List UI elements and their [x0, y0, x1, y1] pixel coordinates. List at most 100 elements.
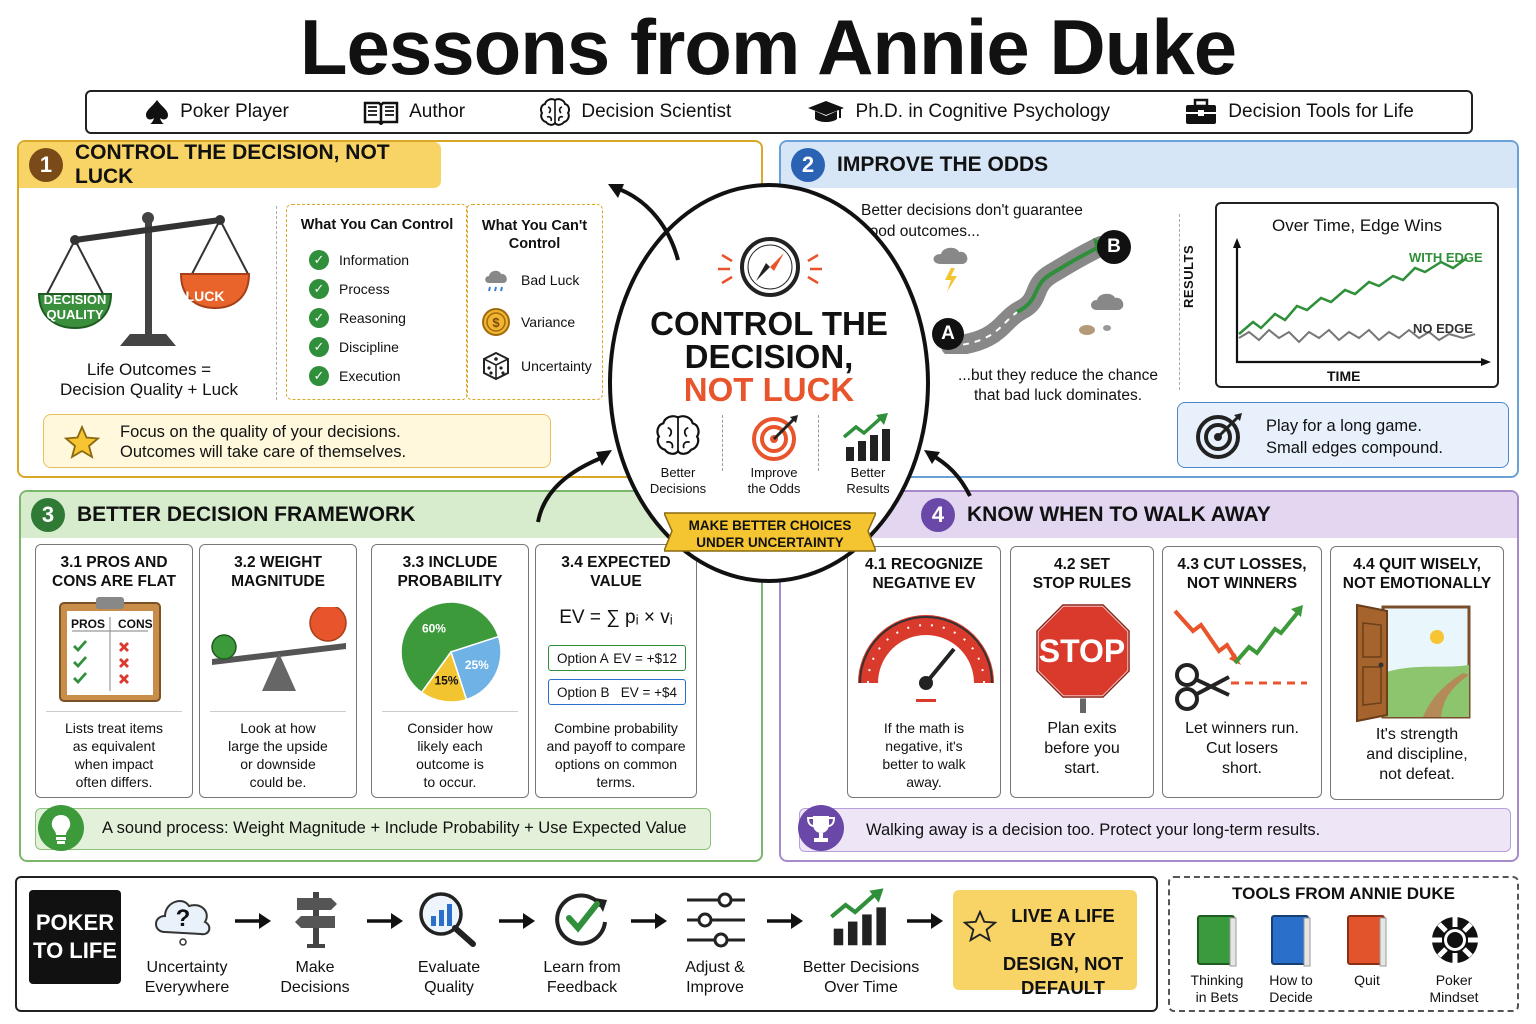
list-item: Bad Luck [481, 265, 579, 295]
check-icon: ✓ [309, 249, 329, 270]
list-item: $ Variance [481, 307, 575, 337]
headline-line-accent: NOT LUCK [683, 371, 855, 408]
poker-chip-icon [1432, 917, 1478, 963]
long-game-text: Play for a long game. Small edges compou… [1266, 415, 1443, 459]
desc-line: negative, it's [885, 738, 963, 754]
divider [1179, 214, 1180, 390]
desc-line: large the upside [228, 738, 328, 754]
text-line: LIVE A LIFE BY [1011, 905, 1115, 950]
divider [818, 415, 819, 471]
page-title: Lessons from Annie Duke [299, 3, 1237, 91]
list-item-label: Uncertainty [521, 358, 592, 374]
coin-icon: $ [482, 308, 510, 336]
text-line: ...but they reduce the chance [958, 367, 1158, 384]
arrow-right-icon [907, 913, 943, 929]
role-label: Author [409, 101, 466, 122]
pie-slice-label: 60% [422, 622, 446, 636]
svg-text:$: $ [492, 315, 500, 330]
series-label-no-edge: NO EDGE [1413, 321, 1473, 336]
with-edge-line [1238, 256, 1468, 335]
desc-line: options on common [554, 756, 678, 772]
check-icon: ✓ [309, 278, 329, 299]
graduation-cap-icon [807, 101, 844, 122]
desc-line: or downside [240, 756, 316, 772]
card-description: Look at how large the upside or downside… [200, 719, 356, 791]
title-line: NOT EMOTIONALLY [1342, 575, 1492, 592]
sound-process-text: A sound process: Weight Magnitude + Incl… [102, 819, 687, 837]
toolbox-icon [1186, 98, 1217, 124]
book-icon [1347, 915, 1387, 967]
no-edge-line [1238, 328, 1476, 344]
desc-line: terms. [596, 774, 636, 790]
scale-label-decision-quality: DECISION QUALITY [43, 292, 107, 322]
label-line: Mindset [1429, 989, 1479, 1005]
label-line: Make [295, 959, 335, 976]
can-control-title: What You Can Control [300, 217, 454, 233]
label-line: Adjust & [685, 959, 745, 976]
card-description: Lists treat items as equivalent when imp… [36, 719, 192, 791]
title-line: PROBABILITY [397, 573, 503, 590]
desc-line: before you [1044, 740, 1120, 757]
headline-line: CONTROL THE [650, 305, 888, 342]
title-line: STOP RULES [1032, 575, 1132, 592]
desc-line: outcome is [416, 756, 484, 772]
label-line: Better [850, 465, 886, 480]
label-line: Quality [424, 979, 474, 996]
desc-line: Combine probability [554, 720, 678, 736]
section-number: 3 [31, 498, 65, 532]
option-b-row: Option B EV = +$4 [548, 679, 686, 705]
badge-line: TO LIFE [33, 938, 117, 963]
label-line: the Odds [747, 481, 801, 496]
brain-icon [656, 415, 700, 455]
badge-line: POKER [35, 910, 115, 935]
desc-line: better to walk [882, 756, 966, 772]
stop-sign-icon [1035, 603, 1131, 713]
label-line: Evaluate [417, 959, 481, 976]
title-line: CONS ARE FLAT [52, 573, 176, 590]
seesaw-icon [211, 607, 347, 691]
open-door-icon [1356, 603, 1471, 723]
label-line: Thinking [1190, 972, 1244, 988]
title-line: 4.4 QUIT WISELY, [1353, 556, 1481, 573]
list-item-label: Process [339, 280, 390, 297]
list-item-label: Reasoning [339, 309, 406, 326]
target-icon [1196, 413, 1242, 459]
role-poker-player: Poker Player [144, 98, 289, 126]
dice-icon [483, 351, 509, 381]
list-item: ✓Execution [309, 361, 409, 390]
card-description: Consider how likely each outcome is to o… [372, 719, 528, 791]
target-icon [752, 415, 798, 461]
desc-line: when impact [74, 756, 154, 772]
section-header: 1 CONTROL THE DECISION, NOT LUCK [19, 141, 441, 188]
title-line: VALUE [590, 573, 642, 590]
x-axis-label: TIME [1327, 368, 1361, 384]
desc-line: Plan exits [1047, 720, 1117, 737]
equation-line: Life Outcomes = [86, 360, 212, 379]
book-icon [363, 101, 399, 125]
question-cloud-icon: ? [155, 900, 211, 946]
list-item-label: Discipline [339, 338, 399, 355]
text-line: good outcomes... [861, 223, 980, 240]
pros-label: PROS [71, 617, 106, 631]
rain-cloud-icon [485, 270, 507, 292]
lightbulb-icon [38, 805, 84, 851]
edge-chart: Over Time, Edge Wins WITH EDGE NO EDGE T… [1215, 202, 1499, 388]
edge-line-chart [1233, 238, 1491, 366]
growth-chart-icon [830, 888, 886, 946]
desc-line: and payoff to compare [546, 738, 686, 754]
live-by-design-callout: LIVE A LIFE BY DESIGN, NOT DEFAULT [953, 890, 1137, 998]
cons-label: CONS [118, 617, 153, 631]
role-phd: Ph.D. in Cognitive Psychology [806, 98, 1110, 126]
section-header: 4 KNOW WHEN TO WALK AWAY [781, 492, 1517, 538]
